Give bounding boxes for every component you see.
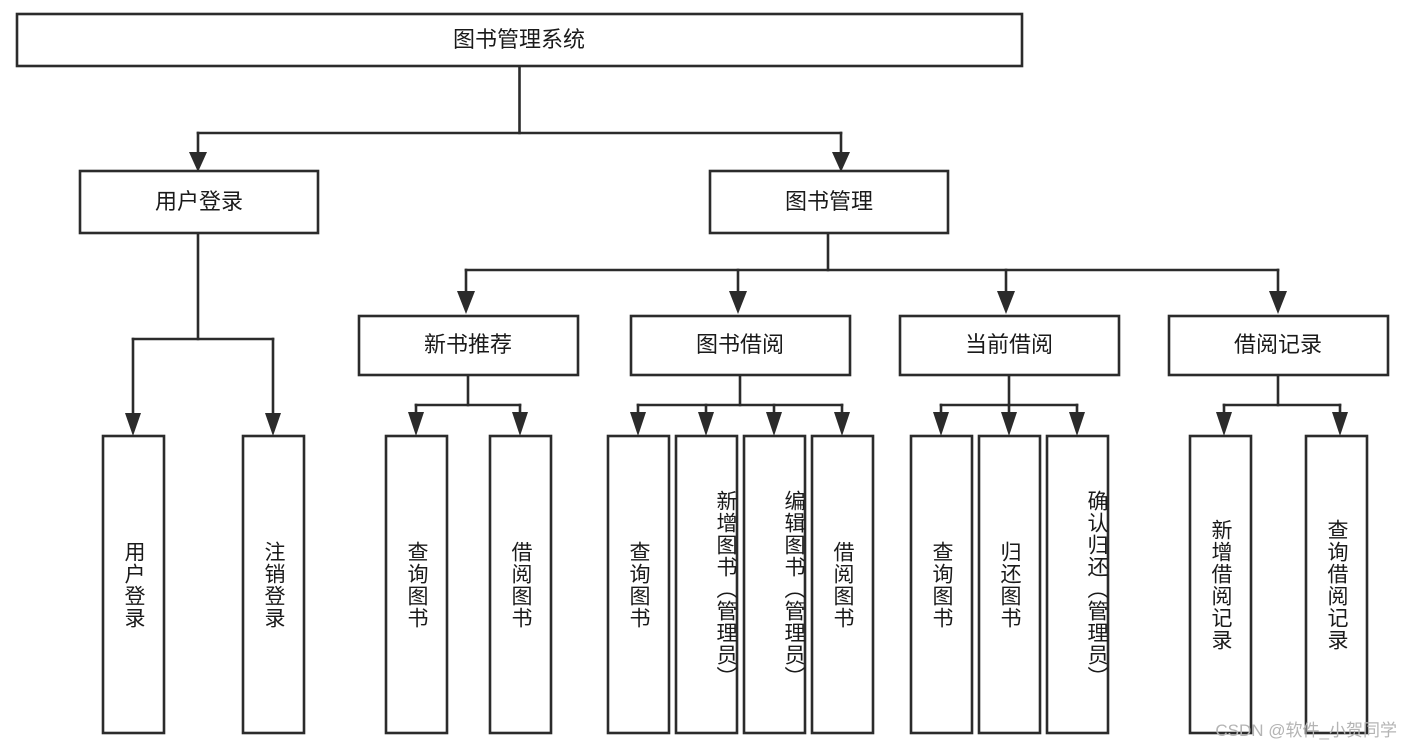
arrowhead-leaf-query-book-1: [408, 412, 424, 436]
arrowhead-borrow-record: [1269, 291, 1287, 314]
arrowhead-leaf-confirm-return: [1069, 412, 1085, 436]
connector-group-new-book-rec: [408, 373, 528, 436]
leaf-box-borrow-book-2[interactable]: [810, 434, 875, 735]
node-book-borrow-label: 图书借阅: [696, 332, 784, 357]
leaf-box-query-book-1[interactable]: [384, 434, 449, 735]
node-borrow-record[interactable]: 借阅记录: [1167, 314, 1390, 377]
connector-group-book-borrow: [630, 373, 850, 436]
leaf-box-query-book-3[interactable]: [909, 434, 974, 735]
connector-group-user-login: [125, 231, 281, 436]
leaf-box-borrow-book-1[interactable]: [488, 434, 553, 735]
leaf-box-edit-book[interactable]: [742, 434, 807, 735]
node-user-login-label: 用户登录: [155, 189, 243, 214]
leaf-box-return-book[interactable]: [977, 434, 1042, 735]
node-current-borrow-label: 当前借阅: [965, 332, 1053, 357]
arrowhead-leaf-query-record: [1332, 412, 1348, 436]
leaf-box-query-book-2[interactable]: [606, 434, 671, 735]
leaf-box-query-record[interactable]: [1304, 434, 1369, 735]
connector-group-current-borrow: [933, 373, 1085, 436]
node-book-borrow[interactable]: 图书借阅: [629, 314, 852, 377]
node-borrow-record-box[interactable]: [1167, 314, 1390, 377]
arrowhead-leaf-edit-book: [766, 412, 782, 436]
node-book-manage-label: 图书管理: [785, 189, 873, 214]
arrowhead-leaf-user-login: [125, 413, 141, 436]
node-current-borrow-box[interactable]: [898, 314, 1121, 377]
arrowhead-book-manage: [832, 152, 850, 172]
watermark-text: CSDN @软件_小贺同学: [1215, 721, 1397, 740]
node-book-manage[interactable]: 图书管理: [708, 169, 950, 235]
arrowhead-leaf-return-book: [1001, 412, 1017, 436]
arrowhead-leaf-query-book-2: [630, 412, 646, 436]
arrowhead-leaf-borrow-book-1: [512, 412, 528, 436]
arrowhead-leaf-borrow-book-2: [834, 412, 850, 436]
arrowhead-current-borrow: [997, 291, 1015, 314]
leaf-box-logout[interactable]: [241, 434, 306, 735]
node-root-label: 图书管理系统: [453, 27, 585, 52]
arrowhead-leaf-logout: [265, 413, 281, 436]
leaf-box-add-book[interactable]: [674, 434, 739, 735]
node-book-manage-box[interactable]: [708, 169, 950, 235]
node-user-login[interactable]: 用户登录: [78, 169, 320, 235]
node-current-borrow[interactable]: 当前借阅: [898, 314, 1121, 377]
node-root[interactable]: 图书管理系统: [15, 12, 1024, 68]
connector-group-root: [189, 64, 850, 172]
arrowhead-new-book-rec: [457, 291, 475, 314]
node-new-book-rec[interactable]: 新书推荐: [357, 314, 580, 377]
node-new-book-rec-box[interactable]: [357, 314, 580, 377]
node-book-borrow-box[interactable]: [629, 314, 852, 377]
arrowhead-leaf-add-book: [698, 412, 714, 436]
leaf-box-add-record[interactable]: [1188, 434, 1253, 735]
connector-group-book-manage: [457, 231, 1287, 314]
node-user-login-box[interactable]: [78, 169, 320, 235]
connector-group-borrow-record: [1216, 373, 1348, 436]
leaf-box-confirm-return[interactable]: [1045, 434, 1110, 735]
arrowhead-leaf-add-record: [1216, 412, 1232, 436]
node-root-box[interactable]: [15, 12, 1024, 68]
leaf-box-user-login[interactable]: [101, 434, 166, 735]
node-borrow-record-label: 借阅记录: [1234, 332, 1322, 357]
node-new-book-rec-label: 新书推荐: [424, 332, 512, 357]
arrowhead-user-login: [189, 152, 207, 172]
arrowhead-leaf-query-book-3: [933, 412, 949, 436]
arrowhead-book-borrow: [729, 291, 747, 314]
leaf-boxes: [101, 434, 1369, 735]
